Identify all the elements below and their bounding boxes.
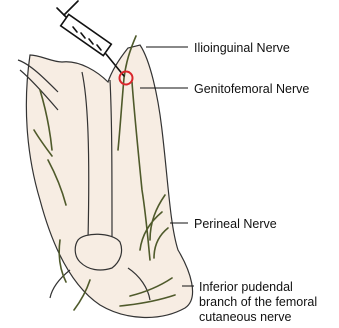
- label-perineal-nerve: Perineal Nerve: [194, 217, 277, 232]
- label-inferior-pudendal-branch: Inferior pudendal branch of the femoral …: [199, 280, 339, 325]
- label-ilioinguinal-nerve: Ilioinguinal Nerve: [194, 41, 290, 56]
- label-genitofemoral-nerve: Genitofemoral Nerve: [194, 82, 309, 97]
- anatomy-outline: [18, 45, 193, 317]
- label-inferior-pudendal-line-2: branch of the femoral: [199, 295, 339, 310]
- label-inferior-pudendal-line-1: Inferior pudendal: [199, 280, 339, 295]
- label-inferior-pudendal-line-3: cutaneous nerve: [199, 310, 339, 325]
